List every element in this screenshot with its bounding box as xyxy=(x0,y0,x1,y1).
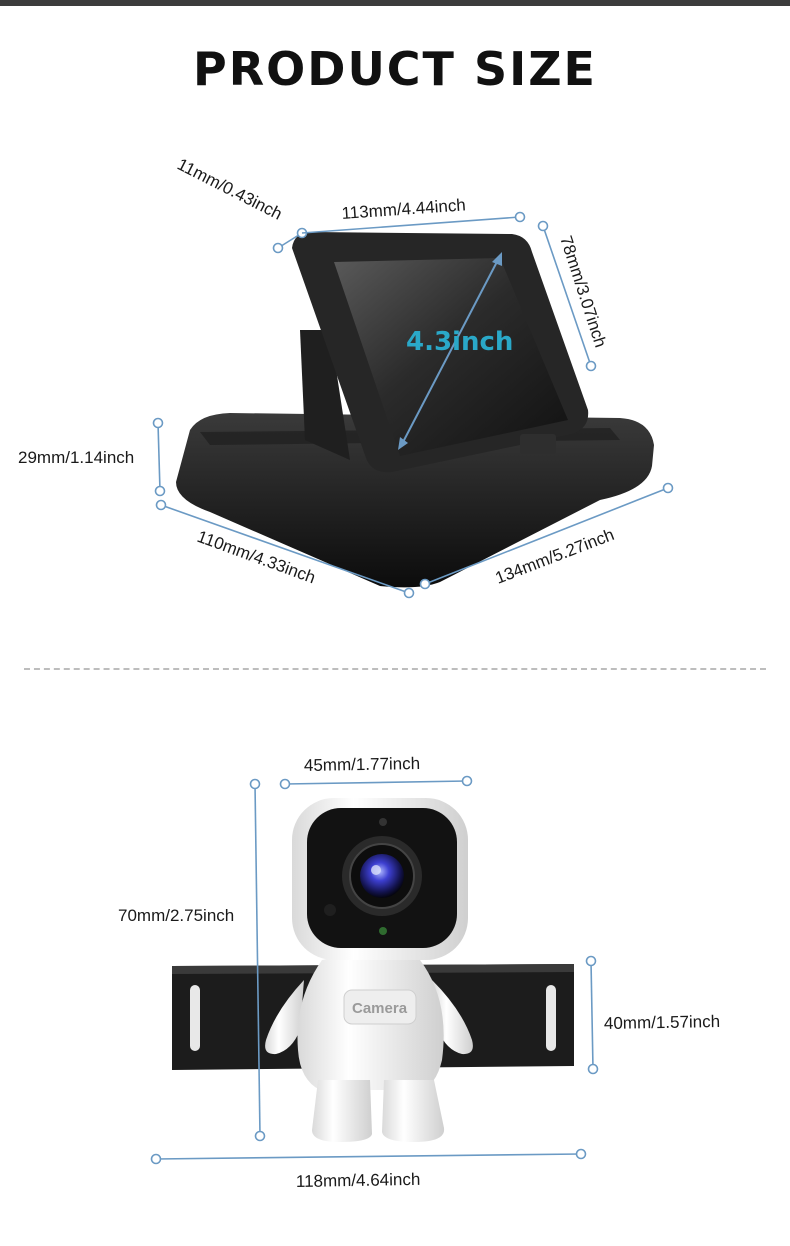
section-divider xyxy=(24,668,766,670)
monitor-knob xyxy=(520,434,556,454)
camera-label: Camera xyxy=(352,1000,408,1017)
camera-drawing: Camera xyxy=(172,798,574,1142)
dim-screen-width: 113mm/4.44inch xyxy=(341,195,466,223)
dim-base-height: 29mm/1.14inch xyxy=(18,448,134,467)
bracket-slot-left xyxy=(190,985,200,1051)
dim-depth: 11mm/0.43inch xyxy=(174,155,285,224)
dim-camera-height: 70mm/2.75inch xyxy=(118,906,234,925)
dim-bracket-width: 118mm/4.64inch xyxy=(296,1170,421,1191)
dim-screen-height: 78mm/3.07inch xyxy=(556,233,610,349)
camera-led xyxy=(379,927,387,935)
monitor-base xyxy=(176,413,654,588)
camera-lens xyxy=(360,854,404,898)
top-bar xyxy=(0,0,790,6)
monitor-stand xyxy=(300,330,350,460)
screen-size-label: 4.3inch xyxy=(406,327,513,357)
camera-dimension-lines xyxy=(150,775,599,1165)
monitor-dimension-lines xyxy=(152,211,674,599)
dim-head-width: 45mm/1.77inch xyxy=(304,754,421,775)
page-title: PRODUCT SIZE xyxy=(193,42,597,96)
bracket-slot-right xyxy=(546,985,556,1051)
monitor-drawing: 4.3inch xyxy=(176,232,654,588)
monitor-screen xyxy=(334,258,568,456)
dim-bracket-height: 40mm/1.57inch xyxy=(604,1012,721,1033)
camera-label-plate xyxy=(343,989,417,1025)
